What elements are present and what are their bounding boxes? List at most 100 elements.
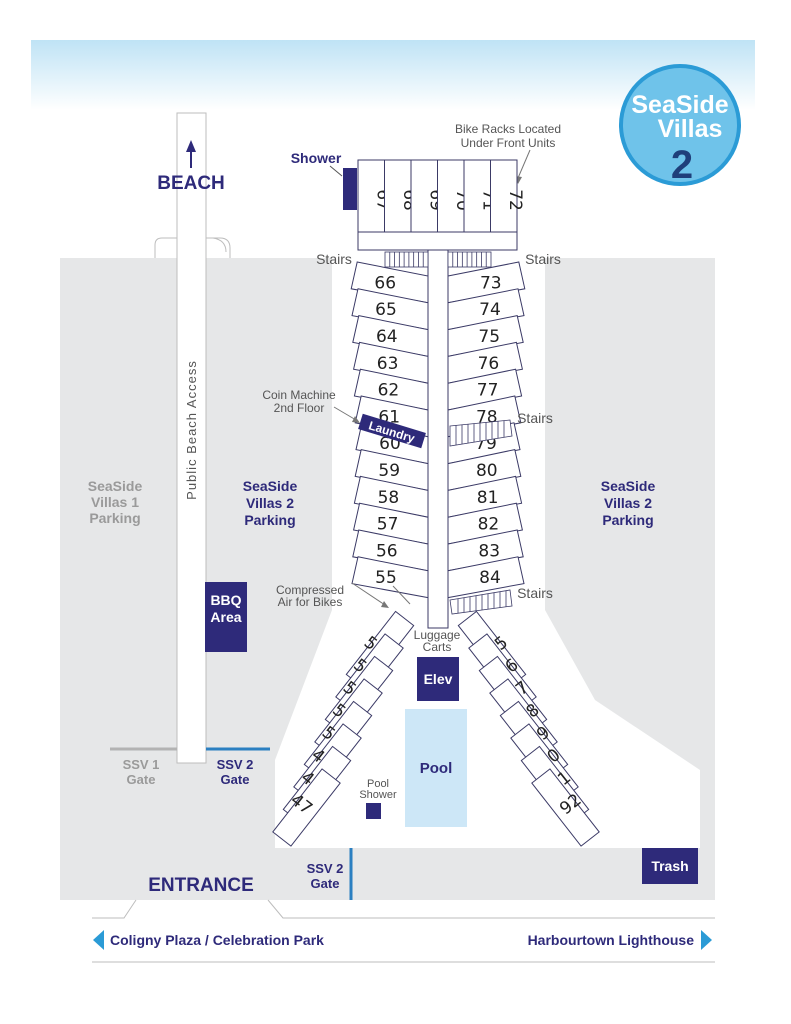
- beach-label: BEACH: [157, 173, 225, 194]
- unit-76: 76: [447, 341, 524, 384]
- unit-number: 63: [377, 354, 399, 374]
- public-beach-access-label: Public Beach Access: [184, 360, 199, 500]
- svg-text:Pool: Pool: [420, 760, 453, 777]
- arrow-left-icon[interactable]: [93, 930, 104, 950]
- coligny-link[interactable]: Coligny Plaza / Celebration Park: [110, 932, 324, 948]
- compressed-air-label: Compressed: [276, 583, 344, 597]
- unit-number: 59: [378, 461, 400, 481]
- shower-label: Shower: [291, 150, 342, 166]
- unit-81: 81: [447, 475, 523, 518]
- beach-arrow-icon: [186, 140, 196, 168]
- ssv2-parking-right-label: SeaSide: [601, 478, 656, 494]
- unit-number: 76: [478, 354, 500, 374]
- stairs-mid-right: [449, 419, 513, 447]
- unit-number: 77: [477, 381, 499, 401]
- unit-number: 82: [478, 515, 500, 535]
- unit-58: 58: [353, 475, 429, 518]
- stairs-label-top-left: Stairs: [316, 251, 352, 267]
- unit-number: 74: [479, 300, 501, 320]
- right-wing-units: 8586878889909192: [457, 610, 600, 847]
- svg-text:Villas: Villas: [658, 115, 723, 143]
- shower-block: [343, 168, 357, 210]
- stairs-label-bottom-right: Stairs: [517, 585, 553, 601]
- unit-82: 82: [447, 502, 524, 545]
- ssv1-parking-label-2: Villas 1: [91, 494, 139, 510]
- svg-text:2: 2: [671, 143, 693, 187]
- compressed-air-label-2: Air for Bikes: [278, 595, 343, 609]
- unit-number: 84: [479, 568, 501, 588]
- unit-number: 81: [477, 488, 499, 508]
- ssv2-parking-left-label-3: Parking: [244, 512, 295, 528]
- ssv1-parking-label: SeaSide: [88, 478, 143, 494]
- pool-shower-label: Pool: [367, 778, 389, 790]
- luggage-carts-label-2: Carts: [423, 640, 452, 654]
- unit-number: 80: [476, 461, 498, 481]
- ssv2-parking-left-label: SeaSide: [243, 478, 298, 494]
- ssv2-entrance-gate-label: SSV 2: [307, 861, 344, 876]
- unit-83: 83: [447, 529, 524, 572]
- bbq-area: BBQ Area: [205, 582, 247, 652]
- unit-80: 80: [447, 449, 522, 492]
- unit-74: 74: [447, 288, 525, 331]
- pool: Pool: [405, 709, 467, 827]
- svg-text:Area: Area: [210, 609, 241, 625]
- pool-shower-block: [366, 803, 381, 819]
- unit-71: 71: [463, 159, 498, 233]
- ssv2-parking-right-label-2: Villas 2: [604, 495, 652, 511]
- left-wing-units: 5453525150494847: [272, 610, 415, 847]
- unit-55: 55: [351, 556, 429, 599]
- stairs-label-mid-right: Stairs: [517, 410, 553, 426]
- svg-text:BBQ: BBQ: [210, 592, 241, 608]
- stairs-top-left: [384, 251, 429, 268]
- unit-number: 58: [378, 488, 400, 508]
- unit-92: 92: [531, 768, 600, 847]
- unit-77: 77: [447, 368, 523, 411]
- ssv1-gate-label-2: Gate: [127, 772, 156, 787]
- unit-number: 56: [376, 541, 398, 561]
- unit-67: 67: [357, 159, 392, 233]
- harbourtown-link[interactable]: Harbourtown Lighthouse: [528, 932, 695, 948]
- unit-number: 83: [478, 541, 500, 561]
- elevator: Elev: [417, 657, 459, 701]
- road: [92, 899, 715, 963]
- ssv2-parking-left-label-2: Villas 2: [246, 495, 294, 511]
- unit-number: 55: [375, 568, 397, 588]
- svg-text:Trash: Trash: [651, 858, 688, 874]
- ssv2-gate-label: SSV 2: [217, 757, 254, 772]
- beach-access-path: [154, 112, 231, 764]
- stairs-bottom-right: [449, 589, 513, 615]
- unit-68: 68: [384, 159, 419, 233]
- unit-number: 57: [377, 515, 399, 535]
- ssv2-gate-label-2: Gate: [221, 772, 250, 787]
- trash-area: Trash: [642, 848, 698, 884]
- central-corridor: [427, 249, 449, 629]
- ssv2-entrance-gate-label-2: Gate: [311, 876, 340, 891]
- ssv1-gate-label: SSV 1: [123, 757, 160, 772]
- unit-number: 66: [374, 273, 396, 293]
- luggage-carts-label: Luggage: [414, 628, 461, 642]
- unit-number: 64: [376, 327, 398, 347]
- ssv2-parking-right-label-3: Parking: [602, 512, 653, 528]
- coin-machine-label: Coin Machine: [262, 388, 336, 402]
- unit-84: 84: [447, 556, 525, 599]
- ssv1-parking-label-3: Parking: [89, 510, 140, 526]
- bike-racks-label: Bike Racks Located: [455, 122, 561, 136]
- bike-racks-label-2: Under Front Units: [461, 136, 556, 150]
- seaside-villas-2-logo: SeaSide Villas 2: [619, 64, 741, 187]
- coin-machine-label-2: 2nd Floor: [274, 401, 325, 415]
- unit-75: 75: [447, 315, 524, 358]
- pool-shower-label-2: Shower: [359, 789, 397, 801]
- arrow-right-icon[interactable]: [701, 930, 712, 950]
- unit-number: 62: [378, 381, 400, 401]
- unit-number: 73: [480, 273, 502, 293]
- unit-73: 73: [447, 261, 526, 304]
- unit-number: 65: [375, 300, 397, 320]
- svg-text:SeaSide: SeaSide: [631, 91, 728, 119]
- entrance-label: ENTRANCE: [148, 875, 254, 896]
- unit-72: 72: [490, 159, 525, 233]
- unit-number: 72: [505, 189, 525, 211]
